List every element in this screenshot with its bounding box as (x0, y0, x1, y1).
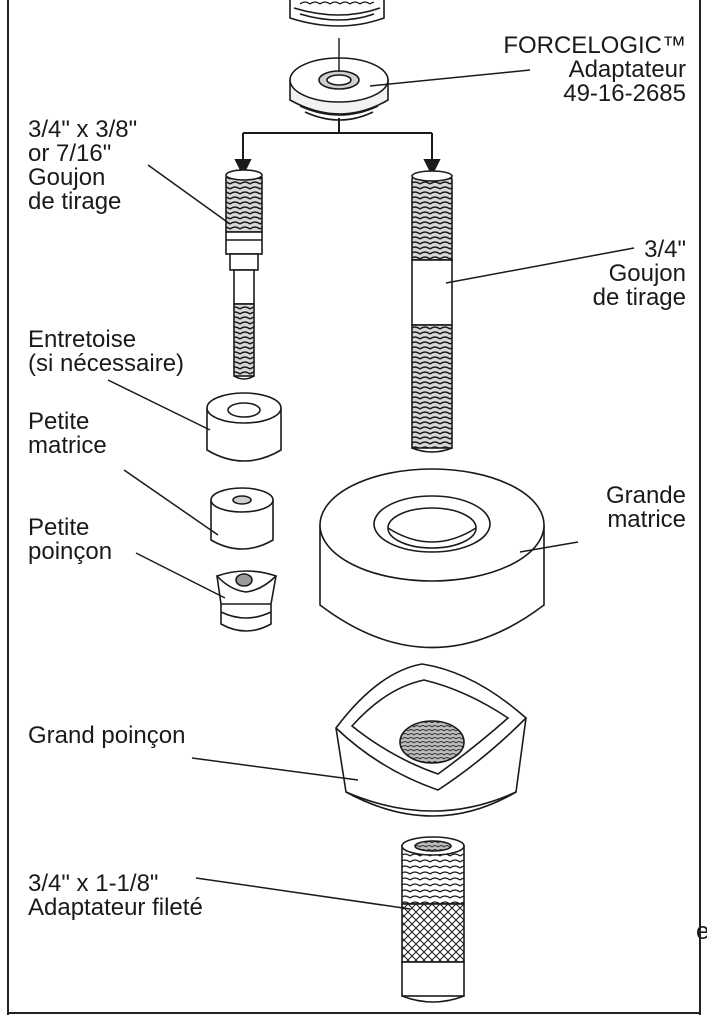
leader-threaded-adapter (195, 877, 411, 910)
branch-arrows (234, 118, 441, 177)
label-line: Adaptateur fileté (28, 894, 203, 921)
leader-spacer (107, 379, 211, 431)
label-line: matrice (28, 432, 107, 459)
leader-large-die (519, 541, 579, 553)
label-line: Adaptateur (568, 56, 686, 83)
label-line: poinçon (28, 538, 113, 565)
tool-head-partial (289, 0, 385, 27)
forcelogic-adapter (289, 38, 389, 121)
small-draw-stud (225, 169, 263, 380)
label-line: Goujon (28, 164, 106, 191)
label-line: (si nécessaire) (28, 350, 185, 377)
label-large-punch: Grand poinçon (28, 724, 185, 748)
label-line: 3/4" x 3/8" (28, 116, 138, 143)
leader-small-die (123, 469, 219, 536)
spacer (206, 392, 282, 462)
label-line: Petite (28, 408, 90, 435)
small-die (210, 487, 274, 550)
label-threaded-adapter: 3/4" x 1-1/8" Adaptateur fileté (28, 872, 203, 920)
label-large-die: Grande matrice (606, 484, 686, 532)
leader-adapter (369, 69, 531, 87)
label-line: Grande (605, 482, 686, 509)
leader-large-punch (191, 757, 359, 781)
label-small-draw-stud: 3/4" x 3/8" or 7/16" Goujon de tirage (28, 118, 137, 214)
large-die (319, 468, 545, 649)
label-line: Goujon (608, 260, 686, 287)
label-line: 3/4" x 1-1/8" (28, 870, 159, 897)
label-line: Petite (28, 514, 90, 541)
label-small-die: Petite matrice (28, 410, 107, 458)
large-draw-stud (411, 170, 453, 453)
label-spacer: Entretoise (si nécessaire) (28, 328, 184, 376)
label-forcelogic-adapter: FORCELOGIC™ Adaptateur 49-16-2685 (503, 34, 686, 106)
label-line: 49-16-2685 (563, 80, 686, 107)
label-line: Entretoise (28, 326, 137, 353)
leader-small-punch (135, 552, 226, 599)
label-line: Grand poinçon (28, 722, 186, 749)
leader-large-stud (445, 247, 635, 284)
label-line: de tirage (28, 188, 122, 215)
label-small-punch: Petite poinçon (28, 516, 112, 564)
leader-lines (107, 69, 635, 910)
label-line: or 7/16" (28, 140, 112, 167)
stray-glyph: e (696, 918, 707, 945)
small-punch (215, 570, 278, 632)
page-frame (7, 0, 701, 1015)
leader-small-stud (147, 164, 231, 225)
label-line: matrice (607, 506, 686, 533)
label-large-draw-stud: 3/4" Goujon de tirage (593, 238, 686, 310)
threaded-adapter (401, 836, 465, 1003)
label-line: FORCELOGIC™ (503, 32, 686, 59)
label-line: 3/4" (644, 236, 686, 263)
label-line: de tirage (592, 284, 686, 311)
large-punch (334, 663, 528, 817)
